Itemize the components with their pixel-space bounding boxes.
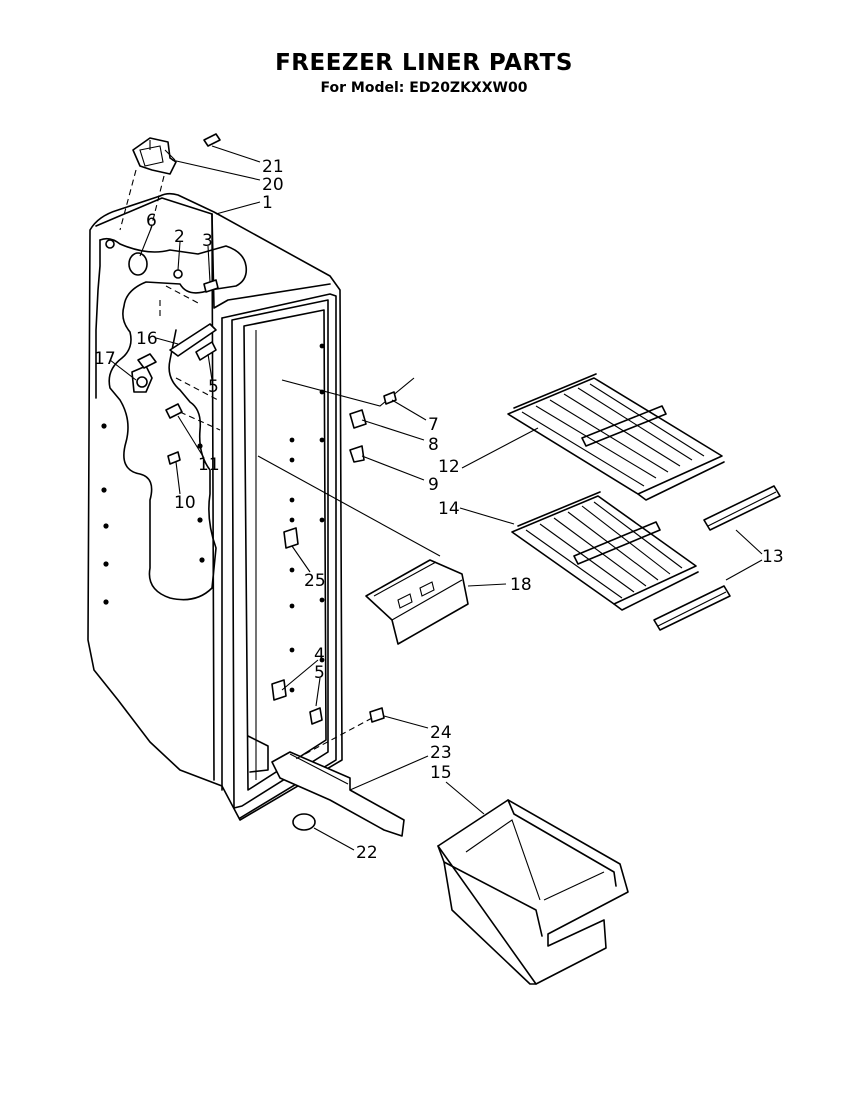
callout-24: 24 bbox=[430, 723, 452, 743]
part-10-screw bbox=[167, 451, 181, 465]
freezer-liner bbox=[87, 192, 441, 821]
callout-18: 18 bbox=[510, 575, 532, 595]
part-4-bracket bbox=[271, 679, 287, 701]
ice-bin bbox=[437, 799, 629, 985]
part-2-screw bbox=[173, 269, 183, 279]
liner-mounting-holes bbox=[101, 343, 325, 693]
part-16-clip bbox=[169, 323, 217, 361]
wire-shelf-lower bbox=[511, 491, 699, 611]
part-9-cap bbox=[349, 445, 365, 463]
leader-lines bbox=[109, 145, 763, 851]
callout-13: 13 bbox=[762, 547, 784, 567]
callout-23: 23 bbox=[430, 743, 452, 763]
callout-20: 20 bbox=[262, 175, 284, 195]
callout-5-upper: 5 bbox=[208, 377, 219, 397]
part-6-plug bbox=[105, 239, 148, 276]
callout-25: 25 bbox=[304, 571, 326, 591]
callout-14: 14 bbox=[438, 499, 460, 519]
part-25-clip bbox=[283, 527, 299, 549]
part-8-cap bbox=[349, 409, 367, 429]
bin-rail bbox=[271, 751, 405, 837]
part-22-cap bbox=[292, 813, 316, 831]
callout-1: 1 bbox=[262, 193, 273, 213]
callout-16: 16 bbox=[136, 329, 158, 349]
thermostat-bracket bbox=[119, 137, 177, 233]
shelf-glides bbox=[653, 485, 781, 631]
wire-shelf-upper bbox=[507, 373, 725, 501]
callout-9: 9 bbox=[428, 475, 439, 495]
callout-7: 7 bbox=[428, 415, 439, 435]
callout-2: 2 bbox=[174, 227, 185, 247]
page-title: FREEZER LINER PARTS bbox=[275, 50, 573, 76]
callout-6: 6 bbox=[146, 211, 157, 231]
callout-10: 10 bbox=[174, 493, 196, 513]
part-17-thermostat bbox=[131, 353, 157, 393]
shelf-support bbox=[365, 559, 469, 645]
part-3-screw bbox=[203, 279, 219, 293]
callout-8: 8 bbox=[428, 435, 439, 455]
callout-4: 4 bbox=[314, 645, 325, 665]
callout-21: 21 bbox=[262, 157, 284, 177]
part-7-screw bbox=[383, 391, 397, 405]
callout-labels: 21 20 1 6 2 3 16 17 5 11 10 7 8 12 9 14 … bbox=[94, 157, 784, 863]
part-5-screw bbox=[309, 707, 323, 725]
callout-15: 15 bbox=[430, 763, 452, 783]
part-24-screw bbox=[369, 707, 385, 723]
model-subtitle: For Model: ED20ZKXXW00 bbox=[320, 80, 528, 96]
screw-21 bbox=[203, 133, 221, 147]
callout-17: 17 bbox=[94, 349, 116, 369]
callout-3: 3 bbox=[202, 231, 213, 251]
callout-11: 11 bbox=[198, 455, 220, 475]
callout-22: 22 bbox=[356, 843, 378, 863]
callout-12: 12 bbox=[438, 457, 460, 477]
callout-5-lower: 5 bbox=[314, 663, 325, 683]
part-11-screw bbox=[165, 403, 183, 419]
